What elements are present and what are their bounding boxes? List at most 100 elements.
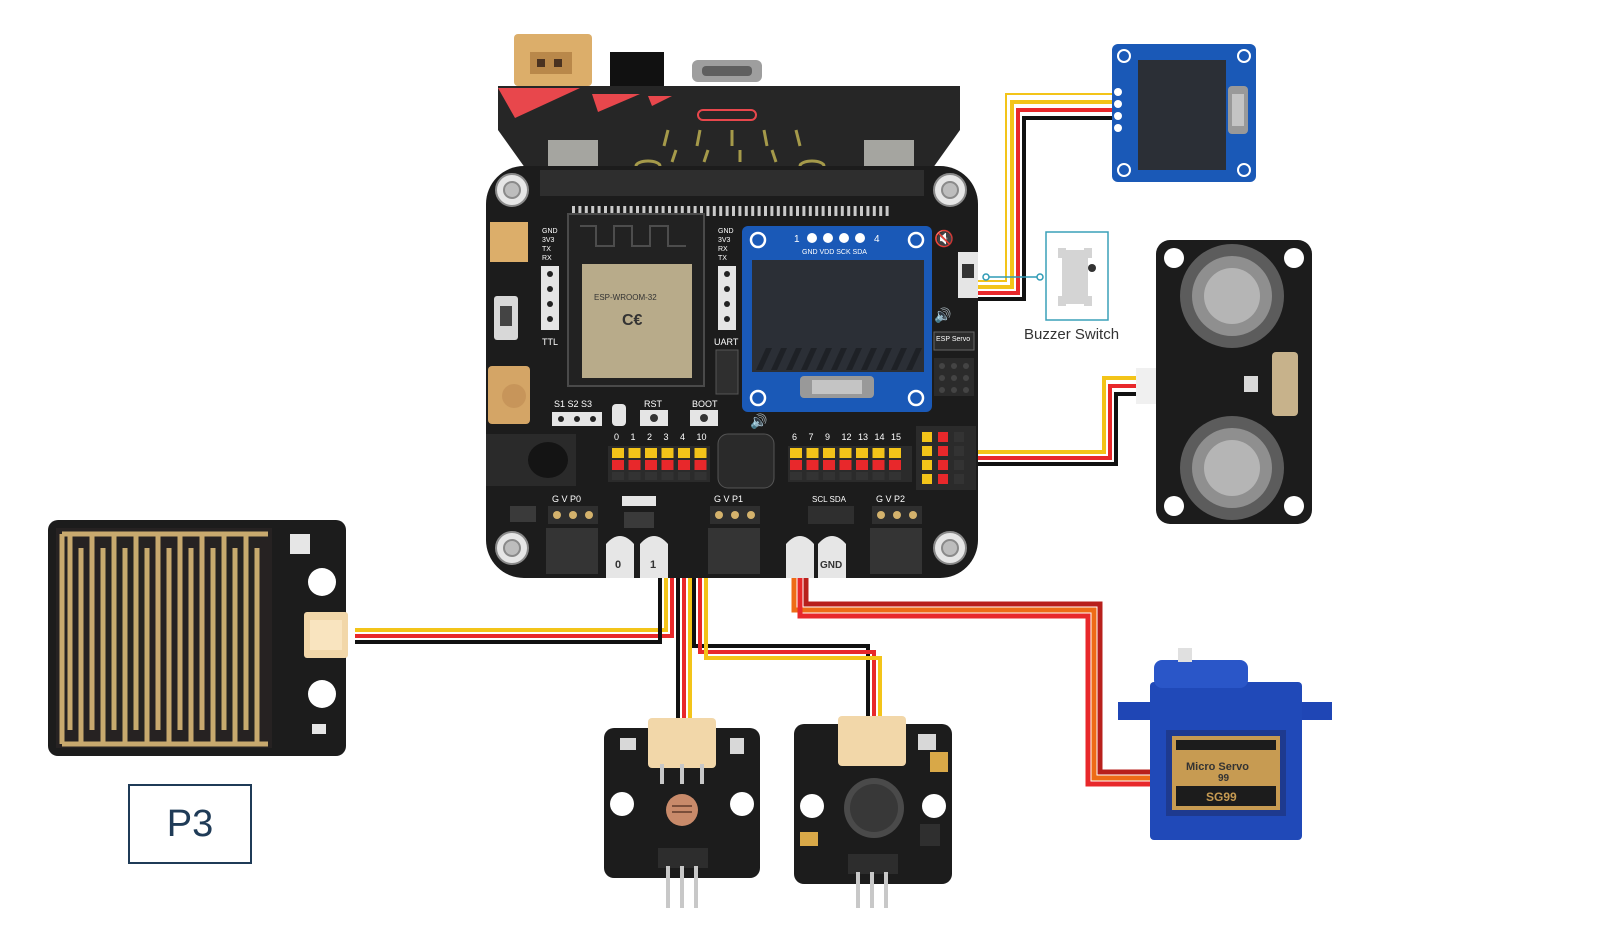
pad-1-label: 1 (650, 559, 656, 571)
pad-0-label: 0 (615, 559, 621, 571)
pin-gnd (823, 472, 835, 480)
pin-vcc (823, 460, 835, 470)
mount-holes (495, 173, 967, 565)
uart-right-label: RX (718, 246, 728, 253)
pin-number-right: 6 (792, 432, 797, 442)
pin-gnd (856, 472, 868, 480)
pin-number-right: 15 (891, 432, 901, 442)
servo-model: SG99 (1206, 790, 1237, 804)
edge-pads: 0 1 GND (606, 536, 846, 578)
pin-signal (678, 448, 690, 458)
servo-label-line2: 99 (1218, 773, 1230, 784)
header-gvp2-label: G V P2 (876, 494, 905, 504)
pin-vcc (806, 460, 819, 470)
ttl-label: TTL (542, 337, 558, 347)
rst-label: RST (644, 399, 663, 409)
servo-motor: Micro Servo 99 SG99 (1118, 648, 1332, 840)
esp32-module: ESP-WROOM-32 C€ (567, 213, 705, 387)
pin-vcc (645, 460, 657, 470)
pin-signal (645, 448, 657, 458)
pin-gnd (661, 472, 674, 480)
pin-vcc (694, 460, 707, 470)
pin-gnd (678, 472, 690, 480)
pin-number-left: 1 (631, 432, 636, 442)
esp-servo-label: ESP Servo (936, 336, 970, 343)
uart-left-label: RX (542, 255, 552, 262)
pin-vcc (839, 460, 852, 470)
pin-number-right: 9 (825, 432, 830, 442)
wire-oled (976, 93, 1116, 301)
pin-number-right: 12 (842, 432, 852, 442)
pin-vcc (678, 460, 690, 470)
uart-right-label: 3V3 (718, 237, 731, 244)
pin-gnd (889, 472, 901, 480)
mute-icon: 🔇 (934, 229, 954, 248)
pin-vcc (661, 460, 674, 470)
svg-text:C€: C€ (622, 312, 643, 329)
pin-number-left: 3 (664, 432, 669, 442)
pin-vcc (872, 460, 885, 470)
onboard-oled: 1 4 GND VDD SCK SDA (742, 226, 932, 412)
edge-connector (572, 206, 889, 216)
pin-gnd (806, 472, 819, 480)
pin-vcc (790, 460, 802, 470)
pin-gnd (628, 472, 641, 480)
uart-left-label: TX (542, 246, 551, 253)
pin-number-left: 10 (697, 432, 707, 442)
pin-gnd (839, 472, 852, 480)
uart-right-label: TX (718, 255, 727, 262)
header-gvp1-label: G V P1 (714, 494, 743, 504)
uart-left-label: 3V3 (542, 237, 555, 244)
pin-number-right: 13 (858, 432, 868, 442)
speaker-icon: 🔊 (934, 306, 951, 324)
pin-signal (889, 448, 901, 458)
bottom-headers: G V P0 G V P1 SCL SDA G V P2 (510, 494, 922, 574)
pin-header-extra (916, 426, 976, 490)
pin-signal (839, 448, 852, 458)
light-sensor (604, 718, 760, 908)
oled-pin-4: 4 (874, 234, 880, 245)
header-scl-sda-label: SCL SDA (812, 495, 847, 504)
pin-signal (872, 448, 885, 458)
pin-signal (628, 448, 641, 458)
pin-number-left: 0 (614, 432, 619, 442)
servo-pins-label: S1 S2 S3 (554, 399, 592, 409)
speaker-icon-2: 🔊 (750, 412, 767, 430)
oled-module (1112, 44, 1256, 182)
buzzer-switch-callout (982, 231, 1109, 321)
esp-module-label: ESP-WROOM-32 (594, 293, 657, 302)
pin-number-right: 7 (809, 432, 814, 442)
pin-signal (661, 448, 674, 458)
boot-label: BOOT (692, 399, 718, 409)
buzzer-switch-label: Buzzer Switch (1024, 326, 1120, 343)
pin-vcc (628, 460, 641, 470)
pin-vcc (889, 460, 901, 470)
pin-gnd (872, 472, 885, 480)
rain-sensor-port-label: P3 (128, 784, 252, 864)
uart-left-label: GND (542, 228, 558, 235)
sound-sensor (794, 716, 952, 908)
pin-signal (612, 448, 624, 458)
pin-signal (806, 448, 819, 458)
uart-label: UART (714, 337, 739, 347)
pin-signal (694, 448, 707, 458)
pin-vcc (856, 460, 868, 470)
pin-signal (790, 448, 802, 458)
pad-gnd-label: GND (820, 560, 842, 571)
pin-vcc (612, 460, 624, 470)
oled-pin-names: GND VDD SCK SDA (802, 249, 867, 256)
button-row: S1 S2 S3 RST BOOT (552, 399, 718, 426)
pin-gnd (694, 472, 707, 480)
pin-number-left: 2 (647, 432, 652, 442)
photoresistor (666, 794, 698, 826)
oled-pin-1: 1 (794, 234, 800, 245)
pin-gnd (790, 472, 802, 480)
servo-label-line1: Micro Servo (1186, 761, 1249, 773)
pin-gnd (612, 472, 624, 480)
